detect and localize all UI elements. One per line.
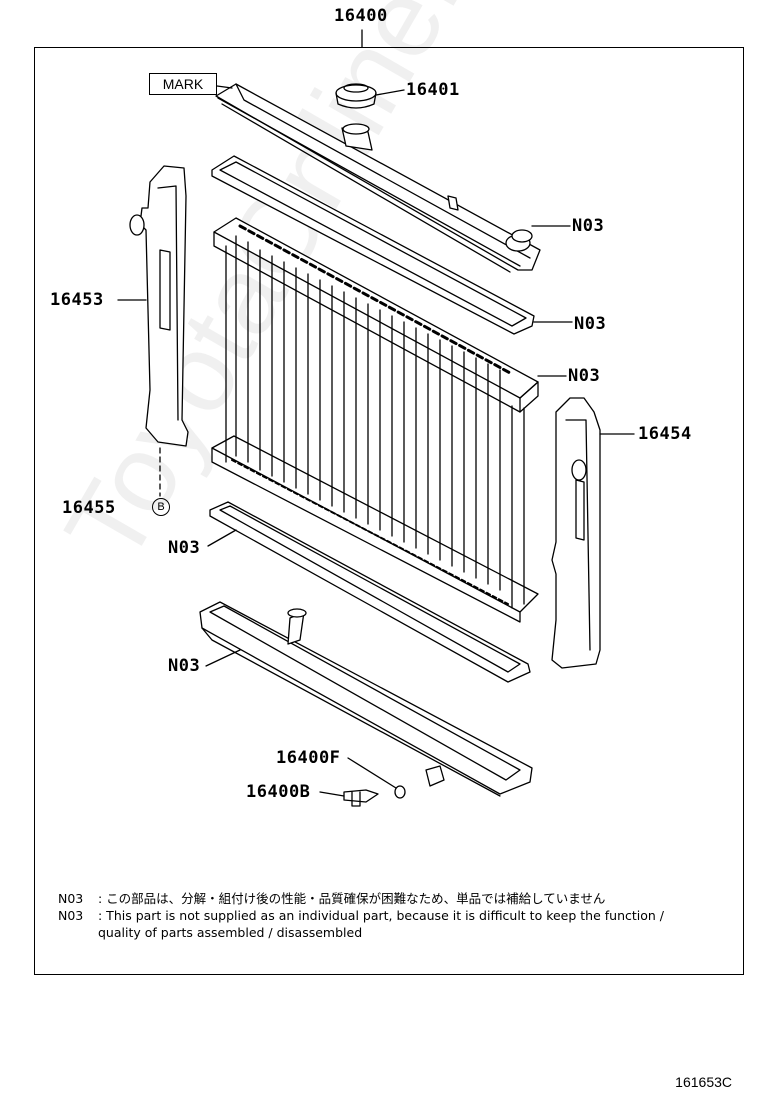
n03-lower-tank-leader	[205, 649, 241, 667]
callout-16454: 16454	[638, 424, 692, 444]
callout-n03-core: N03	[568, 366, 601, 386]
drain-plug-leader	[319, 791, 345, 797]
note-code: N03	[58, 908, 84, 923]
note-english: N03 : This part is not supplied as an in…	[58, 907, 738, 924]
drain-oring-leader	[347, 757, 397, 789]
cap-leader	[375, 89, 405, 96]
note-code: N03	[58, 891, 84, 906]
radiator-cap	[335, 83, 377, 109]
radiator-core	[211, 217, 539, 623]
callout-16455: 16455	[62, 498, 116, 518]
note-text: : この部品は、分解・組付け後の性能・品質確保が困難なため、単品では補給していま…	[98, 891, 606, 906]
bolt-reference-circle: B	[152, 498, 170, 516]
assembly-number: 16400	[334, 6, 388, 26]
mark-label: MARK	[149, 73, 217, 95]
callout-n03-lower-gasket: N03	[168, 538, 201, 558]
right-support-bracket	[551, 397, 601, 669]
lower-tank	[199, 601, 533, 797]
callout-n03-lower-tank: N03	[168, 656, 201, 676]
callout-n03-upper-gasket: N03	[574, 314, 607, 334]
diagram-frame	[34, 47, 744, 975]
note-text: : This part is not supplied as an indivi…	[98, 908, 665, 923]
callout-16400b: 16400B	[246, 782, 311, 802]
figure-id: 161653C	[675, 1074, 732, 1090]
drain-plug	[343, 789, 379, 807]
callout-16401: 16401	[406, 80, 460, 100]
callout-16453: 16453	[50, 290, 104, 310]
callout-n03-top-tank: N03	[572, 216, 605, 236]
notes-block: N03 : この部品は、分解・組付け後の性能・品質確保が困難なため、単品では補給…	[58, 890, 738, 941]
mark-leader	[216, 85, 233, 89]
upper-gasket	[211, 155, 535, 335]
note-english-continued: quality of parts assembled / disassemble…	[98, 925, 363, 940]
lower-gasket	[209, 501, 531, 683]
upper-tank	[215, 83, 541, 273]
drain-oring	[394, 785, 406, 799]
left-support-bracket	[129, 165, 189, 447]
note-japanese: N03 : この部品は、分解・組付け後の性能・品質確保が困難なため、単品では補給…	[58, 890, 738, 907]
n03-lower-gasket-leader	[207, 529, 237, 547]
callout-16400f: 16400F	[276, 748, 341, 768]
